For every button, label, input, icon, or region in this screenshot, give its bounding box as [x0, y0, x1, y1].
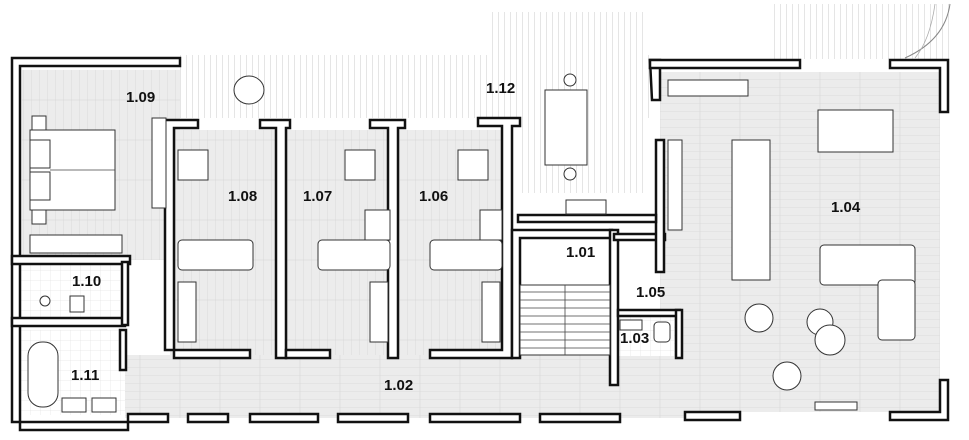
stairs	[519, 284, 611, 356]
room-label-1-05: 1.05	[636, 284, 666, 301]
room-label-1-01: 1.01	[566, 244, 596, 261]
room-label-1-04: 1.04	[831, 199, 861, 216]
walls	[10, 56, 950, 432]
room-label-1-07: 1.07	[303, 188, 333, 205]
room-label-1-08: 1.08	[228, 188, 258, 205]
bath-fixtures	[27, 295, 671, 413]
room-label-1-09: 1.09	[126, 89, 156, 106]
terrace-table	[233, 73, 607, 215]
room-label-1-10: 1.10	[72, 273, 102, 290]
kids-room-furniture	[177, 149, 503, 343]
room-label-1-12: 1.12	[486, 80, 516, 97]
terrace-deck	[180, 3, 952, 193]
room-label-1-06: 1.06	[419, 188, 449, 205]
room-label-1-11: 1.11	[71, 367, 100, 384]
room-label-1-03: 1.03	[620, 330, 650, 347]
living-furniture	[667, 79, 916, 411]
room-label-1-02: 1.02	[384, 377, 414, 394]
master-bed	[29, 115, 167, 254]
